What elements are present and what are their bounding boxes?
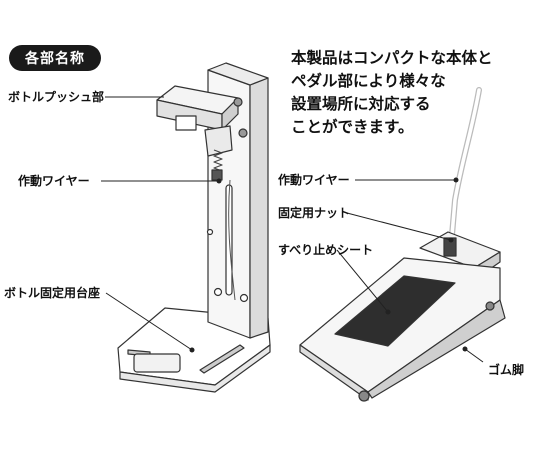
foot-pedal	[299, 87, 506, 402]
label-bottle-base: ボトル固定用台座	[4, 286, 101, 300]
label-nonslip-sheet: すべり止めシート	[278, 243, 374, 257]
description-line: 設置場所に対応する	[291, 95, 431, 113]
product-description: 本製品はコンパクトな本体と ペダル部により様々な 設置場所に対応する ことができ…	[291, 47, 531, 139]
label-wire-left: 作動ワイヤー	[18, 174, 90, 188]
base-plate-edge	[119, 344, 271, 393]
label-wire-right: 作動ワイヤー	[278, 173, 350, 187]
label-fixing-nut: 固定用ナット	[278, 206, 351, 220]
description-line: ペダル部により様々な	[291, 72, 446, 90]
parts-name-badge: 各部名称	[9, 45, 101, 71]
column-side	[249, 77, 269, 339]
nonslip-sheet-shape	[334, 275, 456, 347]
pedal-side	[367, 299, 506, 399]
description-line: 本製品はコンパクトな本体と	[291, 49, 493, 67]
label-rubber-foot: ゴム脚	[488, 363, 525, 377]
description-line: ことができます。	[291, 118, 414, 136]
dispenser-stand	[117, 62, 271, 393]
label-bottle-push: ボトルプッシュ部	[8, 90, 105, 104]
leader-lines	[101, 96, 484, 363]
